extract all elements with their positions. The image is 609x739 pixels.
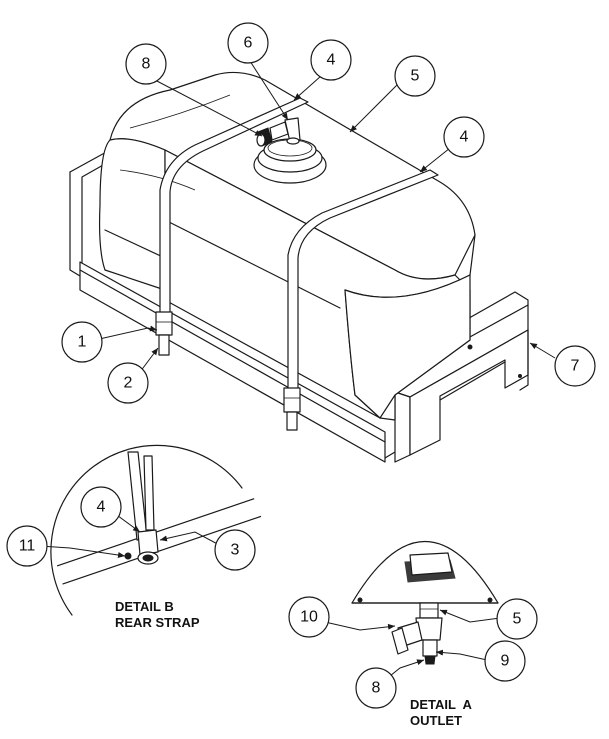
callout-8-top: 8 [125,43,167,85]
svg-text:2: 2 [124,375,133,392]
callout-8-detail: 8 [355,667,397,709]
svg-text:4: 4 [97,499,106,516]
svg-text:7: 7 [571,358,580,375]
svg-text:10: 10 [300,609,318,626]
svg-text:REAR STRAP: REAR STRAP [115,615,200,630]
callout-1: 1 [61,321,103,363]
svg-text:11: 11 [19,538,36,555]
svg-text:4: 4 [460,129,469,146]
callout-10: 10 [288,596,330,638]
callout-9: 9 [484,640,526,682]
svg-text:8: 8 [142,56,151,73]
svg-text:4: 4 [327,52,336,69]
fill-lid [253,138,327,184]
callout-4-top: 4 [310,39,352,81]
svg-text:5: 5 [411,68,420,85]
svg-text:8: 8 [372,680,381,697]
svg-text:9: 9 [501,653,510,670]
detail-a-caption: DETAIL A OUTLET [410,697,472,728]
svg-text:1: 1 [78,334,87,351]
tank-straps [155,97,439,431]
callout-2: 2 [107,362,149,404]
svg-text:6: 6 [244,35,253,52]
callout-11: 11 [6,525,48,567]
detail-a-view [351,540,499,665]
svg-text:OUTLET: OUTLET [410,713,462,728]
detail-b-caption: DETAIL B REAR STRAP [115,599,200,630]
callout-3: 3 [214,529,256,571]
svg-text:DETAIL A: DETAIL A [410,697,472,712]
callout-5-top: 5 [394,55,436,97]
callout-6: 6 [227,22,269,64]
callout-4-detail: 4 [80,486,122,528]
callout-4-right: 4 [443,116,485,158]
svg-text:DETAIL B: DETAIL B [115,599,174,614]
callout-5-detail: 5 [496,598,538,640]
svg-text:3: 3 [231,542,240,559]
callout-7: 7 [554,345,596,387]
detail-b-view [50,444,265,616]
svg-text:5: 5 [513,611,522,628]
leader-lines [39,57,556,681]
